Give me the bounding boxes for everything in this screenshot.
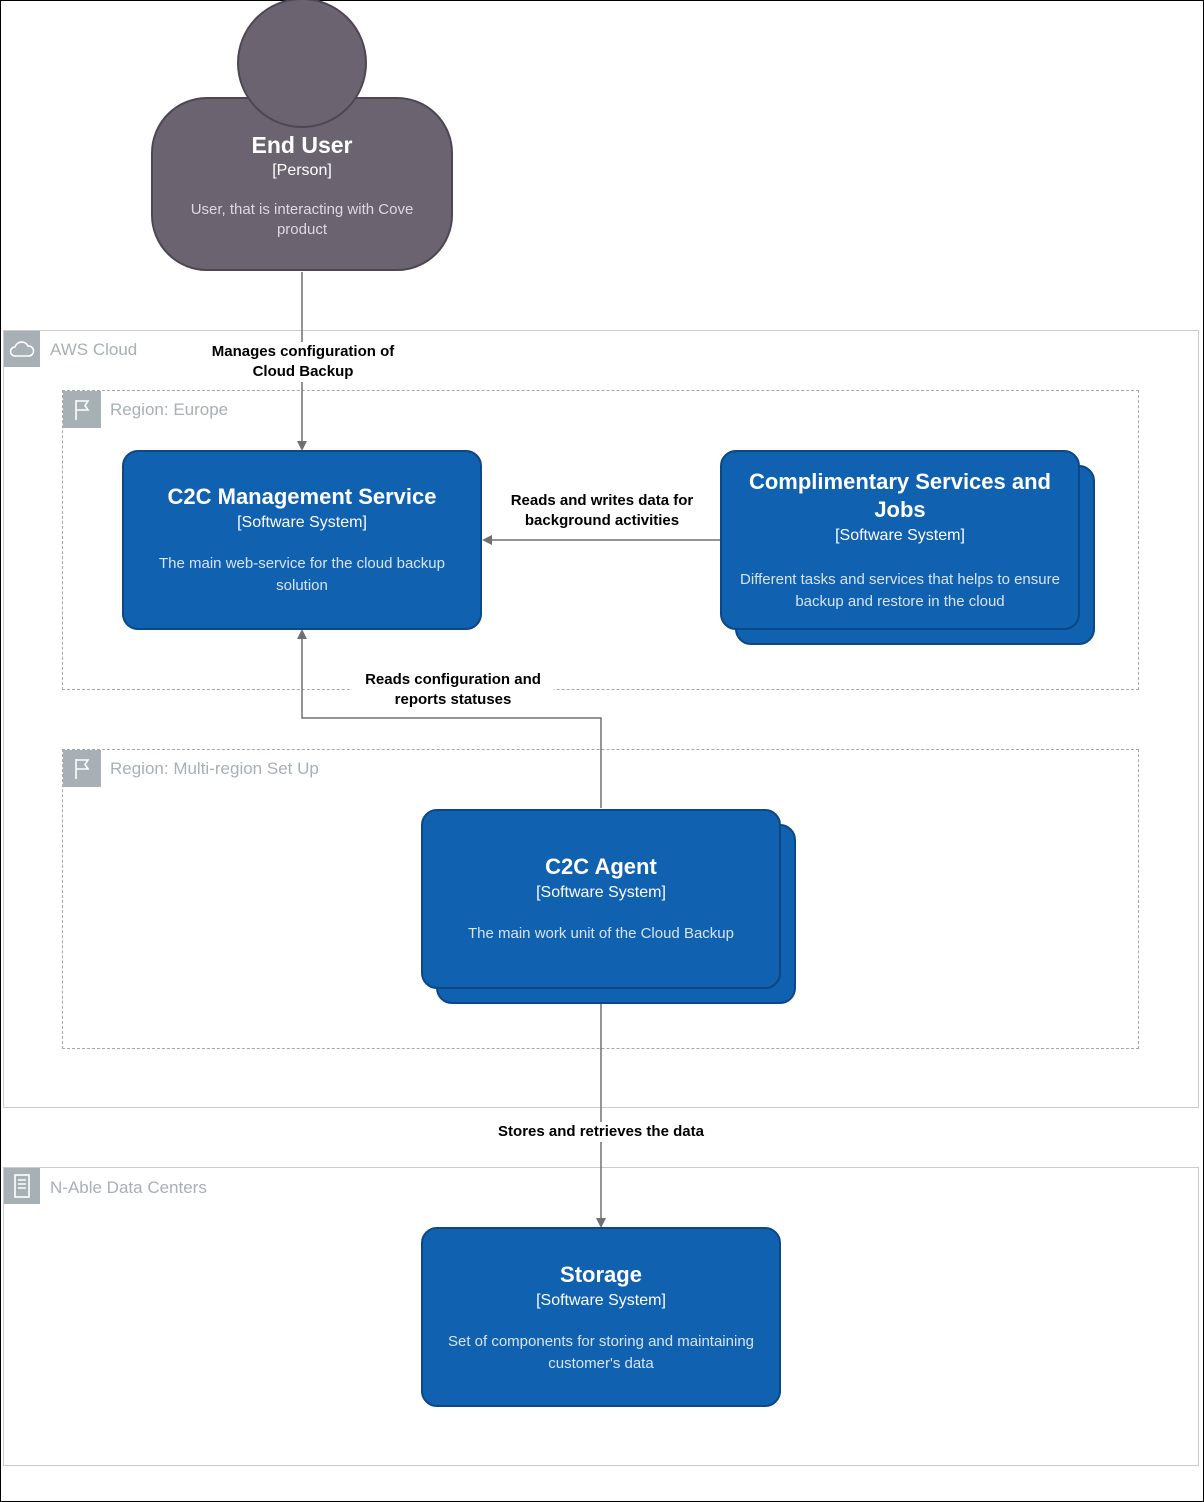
system-c2c-agent[interactable]: C2C Agent [Software System] The main wor… bbox=[421, 809, 781, 989]
edge-label-reads-writes: Reads and writes data for background act… bbox=[500, 491, 704, 531]
edge-label-reads-config: Reads configuration and reports statuses bbox=[352, 670, 554, 710]
person-type: [Person] bbox=[272, 162, 332, 179]
system-complimentary-services[interactable]: Complimentary Services and Jobs [Softwar… bbox=[720, 450, 1080, 630]
system-storage[interactable]: Storage [Software System] Set of compone… bbox=[421, 1227, 781, 1407]
nable-datacenters-label: N-Able Data Centers bbox=[50, 1178, 207, 1197]
system-description: The main web-service for the cloud backu… bbox=[159, 555, 445, 594]
system-title: C2C Agent bbox=[545, 854, 657, 879]
person-description: User, that is interacting with Cove prod… bbox=[190, 201, 414, 238]
system-title: Complimentary Services and Jobs bbox=[748, 469, 1051, 522]
region-multi-label: Region: Multi-region Set Up bbox=[110, 759, 319, 778]
server-icon bbox=[4, 1168, 40, 1204]
region-europe-boundary bbox=[62, 390, 1139, 690]
aws-cloud-label: AWS Cloud bbox=[50, 340, 138, 359]
edge-label-stores: Stores and retrieves the data bbox=[480, 1122, 722, 1142]
system-title: Storage bbox=[560, 1262, 642, 1287]
system-type: [Software System] bbox=[835, 527, 965, 544]
system-type: [Software System] bbox=[536, 884, 666, 901]
system-description: Set of components for storing and mainta… bbox=[447, 1333, 754, 1372]
edge-reads-config bbox=[297, 629, 602, 808]
flag-icon bbox=[63, 750, 101, 787]
cloud-icon bbox=[4, 331, 40, 367]
region-europe-label: Region: Europe bbox=[110, 400, 229, 419]
person-end-user[interactable]: End User [Person] User, that is interact… bbox=[152, 130, 452, 240]
person-shape bbox=[151, 0, 453, 271]
person-name: End User bbox=[251, 132, 353, 158]
flag-icon bbox=[63, 391, 101, 428]
system-title: C2C Management Service bbox=[167, 484, 437, 509]
system-type: [Software System] bbox=[237, 514, 367, 531]
edge-label-manages: Manages configuration of Cloud Backup bbox=[200, 342, 406, 382]
system-type: [Software System] bbox=[536, 1292, 666, 1309]
system-c2c-management-service[interactable]: C2C Management Service [Software System]… bbox=[122, 450, 482, 630]
system-description: Different tasks and services that helps … bbox=[740, 571, 1060, 610]
system-description: The main work unit of the Cloud Backup bbox=[468, 925, 734, 942]
